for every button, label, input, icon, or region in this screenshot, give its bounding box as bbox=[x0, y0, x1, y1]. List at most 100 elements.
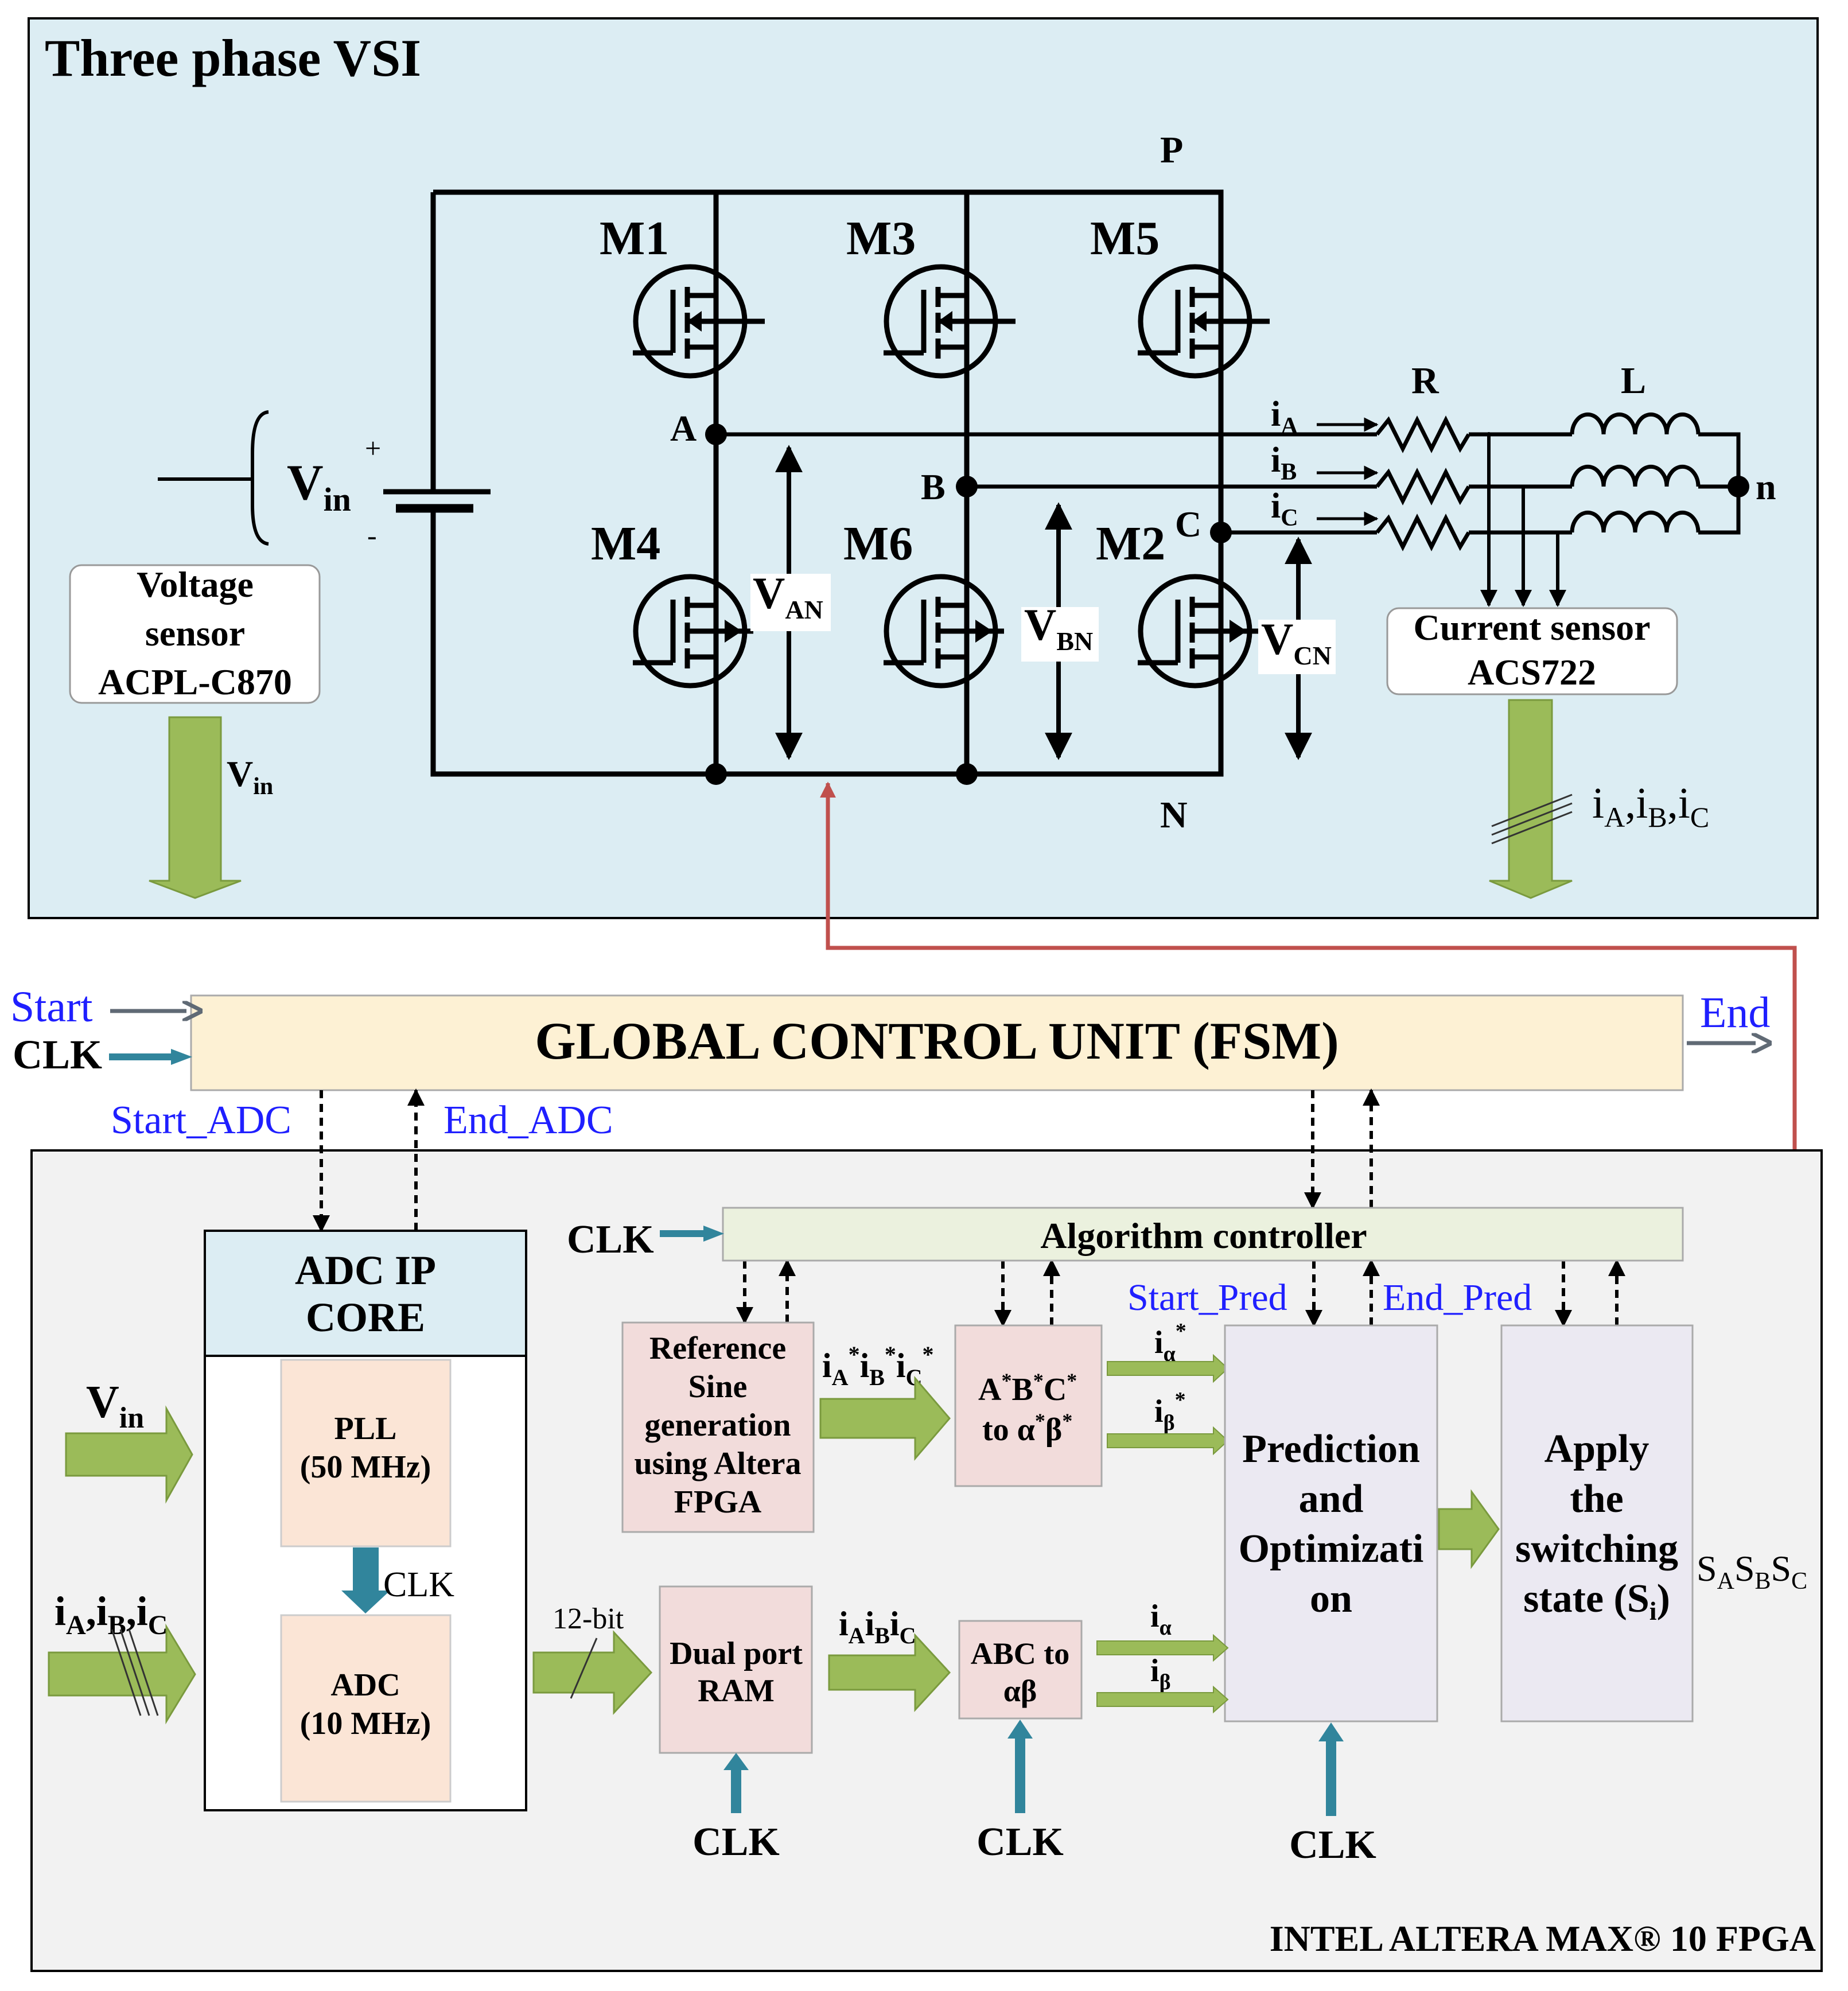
algorithm-controller-title: Algorithm controller bbox=[1040, 1215, 1367, 1256]
fpga-label: INTEL ALTERA MAX® 10 FPGA bbox=[1270, 1918, 1816, 1959]
r-label: R bbox=[1411, 360, 1440, 402]
dual-port-ram-block bbox=[659, 1585, 813, 1754]
vin-brace bbox=[158, 410, 269, 546]
battery-minus: - bbox=[367, 519, 377, 551]
bottom-dot-a bbox=[705, 763, 727, 785]
voltage-sensor-line2: sensor bbox=[145, 613, 245, 654]
prediction-optimization-block bbox=[1224, 1324, 1438, 1722]
ram-to-abc-arrow bbox=[828, 1633, 951, 1712]
vsi-title: Three phase VSI bbox=[45, 29, 421, 87]
current-arrows bbox=[1317, 417, 1379, 526]
node-neutral: n bbox=[1756, 466, 1776, 507]
node-c: C bbox=[1175, 504, 1201, 545]
bottom-dot-b bbox=[956, 763, 978, 785]
gcu-title: GLOBAL CONTROL UNIT (FSM) bbox=[535, 1012, 1339, 1070]
node-b-dot bbox=[956, 476, 978, 497]
abc-to-alphabeta-block bbox=[958, 1620, 1083, 1720]
bus-slash bbox=[1491, 794, 1573, 845]
inductors bbox=[1570, 412, 1701, 533]
sensor-taps bbox=[1480, 434, 1566, 607]
node-p: P bbox=[1160, 129, 1183, 171]
switch-m5: M5 bbox=[1090, 212, 1160, 265]
pll-clk-label: CLK bbox=[383, 1565, 454, 1604]
fpga-vin-label: Vin bbox=[86, 1377, 144, 1434]
gcu-clk-label: CLK bbox=[13, 1032, 102, 1078]
start-pred-label: Start_Pred bbox=[1127, 1277, 1287, 1319]
ibeta-arrow bbox=[1096, 1685, 1229, 1714]
ref-line3: generation bbox=[644, 1407, 791, 1443]
ram-line2: RAM bbox=[698, 1673, 775, 1709]
adc-block bbox=[280, 1614, 452, 1803]
adc-line1: ADC bbox=[330, 1667, 400, 1703]
current-sensor-output: iA,iB,iC bbox=[1592, 779, 1709, 833]
apply-switching-block bbox=[1500, 1324, 1694, 1722]
ibeta-star-arrow bbox=[1107, 1426, 1229, 1456]
abc-ab-line2: αβ bbox=[1003, 1674, 1037, 1708]
resistors bbox=[1375, 415, 1471, 551]
clk-up-arrows bbox=[723, 1720, 1344, 1816]
vcn-label: VCN bbox=[1261, 614, 1332, 670]
iabc-input-arrow bbox=[48, 1623, 196, 1725]
ibeta-star-label: iβ* bbox=[1154, 1388, 1186, 1435]
ref-line1: Reference bbox=[649, 1331, 786, 1366]
pll-block bbox=[280, 1359, 452, 1547]
current-sensor-line2: ACS722 bbox=[1468, 652, 1596, 693]
pll-line2: (50 MHz) bbox=[300, 1449, 431, 1485]
dc-source-battery bbox=[383, 192, 491, 774]
vin-sensor-output: Vin bbox=[227, 753, 273, 800]
vin-input-arrow bbox=[65, 1405, 193, 1504]
node-a: A bbox=[670, 408, 697, 449]
pll-line1: PLL bbox=[334, 1411, 397, 1446]
abc-star-line1: A*B*C* bbox=[978, 1369, 1077, 1407]
current-down-arrow bbox=[1489, 699, 1573, 899]
vin-down-arrow bbox=[149, 716, 242, 899]
12bit-slash bbox=[570, 1638, 598, 1699]
adc-core-line2: CORE bbox=[306, 1294, 425, 1340]
sabc-label: SASBSC bbox=[1697, 1548, 1807, 1595]
abc-ab-line1: ABC to bbox=[971, 1636, 1070, 1671]
ref-to-transform-arrow bbox=[819, 1375, 951, 1461]
vbn-label: VBN bbox=[1024, 600, 1093, 656]
adc-core-line1: ADC IP bbox=[295, 1247, 436, 1293]
ram-output-label: iAiBiC bbox=[839, 1605, 916, 1648]
iabc-bus-slash bbox=[111, 1629, 159, 1716]
ibeta-label: iβ bbox=[1150, 1653, 1171, 1694]
global-control-unit bbox=[190, 994, 1684, 1091]
ialpha-label: iα bbox=[1150, 1599, 1172, 1640]
apply-line3: switching bbox=[1515, 1527, 1678, 1571]
switch-m6: M6 bbox=[843, 517, 913, 570]
node-n: N bbox=[1160, 794, 1188, 836]
ref-line5: FPGA bbox=[674, 1484, 762, 1520]
ia-label: iA bbox=[1271, 395, 1298, 440]
end-adc-label: End_ADC bbox=[443, 1098, 613, 1142]
apply-line4: state (Si) bbox=[1523, 1577, 1670, 1626]
clk-pred-label: CLK bbox=[1289, 1823, 1376, 1867]
clk-ram-label: CLK bbox=[692, 1820, 780, 1864]
fpga-iabc-label: iA,iB,iC bbox=[55, 1588, 168, 1640]
abc-star-line2: to α*β* bbox=[982, 1409, 1072, 1448]
ialpha-star-label: iα* bbox=[1154, 1319, 1186, 1366]
voltage-sensor-line3: ACPL-C870 bbox=[98, 662, 292, 702]
control-handshake-lines bbox=[313, 1088, 1625, 1327]
ref-line2: Sine bbox=[688, 1369, 748, 1405]
ram-line1: Dual port bbox=[670, 1636, 803, 1671]
apply-line2: the bbox=[1570, 1477, 1623, 1521]
ib-label: iB bbox=[1271, 441, 1297, 485]
node-n-dot bbox=[1728, 476, 1749, 497]
reference-sine-block bbox=[621, 1321, 815, 1533]
node-b: B bbox=[921, 466, 946, 507]
adc-line2: (10 MHz) bbox=[300, 1706, 431, 1741]
bits-label: 12-bit bbox=[553, 1603, 624, 1635]
vin-label: Vin bbox=[287, 455, 351, 518]
clk-abc-label: CLK bbox=[976, 1820, 1064, 1864]
node-c-dot bbox=[1210, 522, 1232, 543]
prediction-line2: and bbox=[1299, 1477, 1364, 1521]
abc-star-transform bbox=[954, 1324, 1103, 1487]
l-label: L bbox=[1621, 360, 1646, 402]
algorithm-controller bbox=[722, 1207, 1684, 1262]
ref-output-label: iA*iB*iC* bbox=[822, 1341, 933, 1390]
adc-ip-core-header bbox=[204, 1230, 527, 1357]
current-sensor-line1: Current sensor bbox=[1414, 607, 1651, 648]
node-a-dot bbox=[705, 423, 727, 445]
